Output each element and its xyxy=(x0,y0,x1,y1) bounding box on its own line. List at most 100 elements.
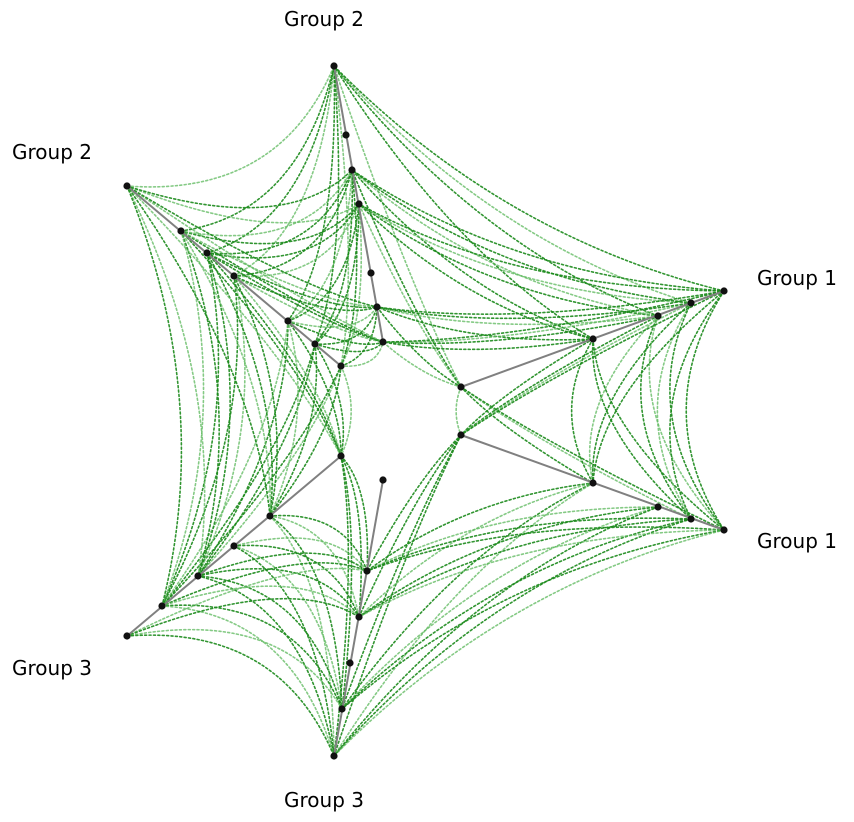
edge-D-C-107 xyxy=(287,65,336,322)
node-D-1 xyxy=(311,340,319,348)
node-D-5 xyxy=(177,227,185,235)
node-E-2 xyxy=(230,542,238,550)
node-C-0 xyxy=(379,338,387,346)
edge-D-E-64 xyxy=(161,252,220,607)
edge-B-F-29 xyxy=(366,482,594,572)
node-D-2 xyxy=(284,317,292,325)
edge-E-F-140 xyxy=(197,552,368,577)
edge-A-C-13 xyxy=(351,169,659,317)
edge-A-C-8 xyxy=(351,169,594,340)
edge-D-C-114 xyxy=(206,252,378,309)
edge-E-F-133 xyxy=(269,515,360,618)
edge-E-F-136 xyxy=(233,537,368,572)
node-B-0 xyxy=(457,431,465,439)
edge-D-C-109 xyxy=(233,275,378,312)
edge-D-C-117 xyxy=(206,65,335,254)
edge-D-E-67 xyxy=(180,230,220,577)
edge-A-B-77 xyxy=(460,338,594,436)
node-layer xyxy=(123,62,728,760)
edge-D-C-121 xyxy=(180,169,353,237)
edge-E-F-138 xyxy=(233,545,343,710)
node-F-3 xyxy=(346,659,354,667)
edge-A-B-89 xyxy=(460,290,725,436)
label-group3-left: Group 3 xyxy=(12,656,92,680)
edge-A-C-0 xyxy=(382,341,462,388)
edge-B-F-37 xyxy=(366,517,692,572)
edge-D-C-103 xyxy=(287,320,384,345)
node-D-4 xyxy=(203,249,211,257)
edge-D-C-97 xyxy=(333,65,350,367)
node-F-0 xyxy=(379,476,387,484)
edge-D-E-69 xyxy=(126,185,342,457)
edge-E-F-150 xyxy=(126,628,343,710)
edge-D-C-125 xyxy=(126,185,360,224)
edge-A-B-80 xyxy=(592,338,725,531)
edge-A-C-5 xyxy=(382,338,594,351)
edge-A-C-2 xyxy=(358,203,462,388)
node-F-2 xyxy=(355,613,363,621)
edge-D-C-115 xyxy=(206,203,360,259)
edge-D-E-60 xyxy=(161,275,239,607)
edge-B-F-42 xyxy=(358,529,725,618)
edge-A-B-75 xyxy=(460,386,692,520)
edge-B-F-25 xyxy=(366,434,462,572)
edge-D-E-47 xyxy=(197,365,342,577)
edge-A-B-82 xyxy=(588,315,659,484)
edge-A-C-9 xyxy=(333,65,594,340)
edge-D-E-68 xyxy=(161,230,205,607)
edge-A-B-88 xyxy=(669,302,725,531)
edge-B-F-30 xyxy=(358,482,594,618)
edge-A-B-74 xyxy=(460,386,594,484)
edge-D-C-111 xyxy=(233,169,353,277)
edge-B-F-39 xyxy=(341,518,692,710)
edge-B-F-32 xyxy=(333,482,594,757)
edge-A-C-23 xyxy=(351,169,725,292)
label-group1-upper: Group 1 xyxy=(757,266,837,290)
edge-layer xyxy=(126,65,725,757)
edge-E-F-151 xyxy=(126,634,335,757)
edge-D-C-113 xyxy=(206,252,384,343)
edge-E-F-143 xyxy=(197,575,335,757)
edge-B-F-40 xyxy=(333,518,692,757)
edge-E-F-128 xyxy=(340,455,369,572)
edge-E-F-147 xyxy=(161,605,335,757)
edge-D-E-59 xyxy=(197,275,246,577)
edge-D-C-99 xyxy=(314,306,378,345)
edge-E-F-149 xyxy=(126,597,360,637)
edge-D-C-120 xyxy=(180,203,360,245)
edge-D-E-63 xyxy=(197,252,231,577)
node-C-3 xyxy=(355,200,363,208)
edge-D-E-58 xyxy=(233,275,278,517)
node-F-4 xyxy=(338,705,346,713)
edge-B-F-27 xyxy=(341,434,462,710)
node-D-3 xyxy=(230,272,238,280)
edge-D-E-50 xyxy=(269,343,318,517)
edge-D-C-122 xyxy=(180,65,335,232)
node-F-5 xyxy=(330,752,338,760)
edge-D-C-126 xyxy=(126,169,353,209)
label-group2-left: Group 2 xyxy=(12,140,92,164)
label-group1-lower: Group 1 xyxy=(757,529,837,553)
node-B-4 xyxy=(720,526,728,534)
edge-D-C-123 xyxy=(126,185,384,343)
edge-A-C-12 xyxy=(358,203,659,317)
edge-A-C-1 xyxy=(376,306,462,388)
edge-B-F-41 xyxy=(366,526,725,572)
edge-D-C-94 xyxy=(340,306,378,367)
edge-A-C-7 xyxy=(358,203,594,340)
node-D-6 xyxy=(123,182,131,190)
node-A-2 xyxy=(654,312,662,320)
node-D-0 xyxy=(337,362,345,370)
edge-D-C-96 xyxy=(340,169,358,367)
edge-A-C-17 xyxy=(358,203,692,304)
node-B-3 xyxy=(687,515,695,523)
node-C-2 xyxy=(367,269,375,277)
node-C-6 xyxy=(330,62,338,70)
label-group2-upper: Group 2 xyxy=(284,7,364,31)
edge-D-C-116 xyxy=(206,169,353,255)
node-E-1 xyxy=(266,512,274,520)
edge-D-C-127 xyxy=(126,65,335,188)
edge-E-F-144 xyxy=(161,562,368,607)
